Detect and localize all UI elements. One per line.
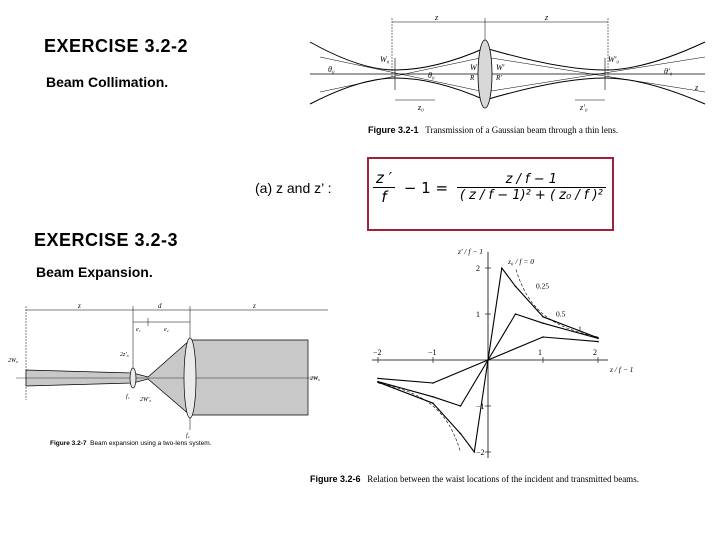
equation-rhs-den: ( z / f − 1)² + ( z₀ / f )²	[456, 187, 606, 203]
figure-3-2-7-label: Figure 3.2-7	[50, 440, 87, 447]
exercise-3-2-2-title: EXERCISE 3.2-2	[44, 36, 189, 56]
series-point-0-25	[473, 451, 476, 453]
figure-3-2-1-label: Figure 3.2-1	[368, 125, 419, 135]
exercise-3-2-2-subtitle: Beam Collimation.	[46, 74, 169, 90]
figure-3-2-1-diagram: z z W₀ θ₀ θ₀ W R W′ R′ W′₀ θ′₀ z₀ z′₀ z	[309, 13, 706, 112]
series-point-0-25	[432, 402, 434, 405]
fig327-lens-2	[183, 337, 197, 419]
series-point-0-5	[514, 313, 517, 315]
series-point-0-5	[597, 337, 599, 340]
y-tick-label: −1	[476, 402, 485, 411]
curve-label-0-5: 0.5	[556, 309, 566, 318]
fig327-e2: e₂	[164, 327, 169, 333]
fig321-theta0-2: θ₀	[428, 71, 435, 80]
curve-label-1: 1	[578, 324, 582, 333]
fig327-two-w0: 2W₀	[8, 358, 18, 364]
fig327-d: d	[158, 302, 162, 310]
part-a-label: (a) z and z’ :	[255, 180, 332, 196]
figure-3-2-6-caption-text: Relation between the waist locations of …	[367, 474, 639, 484]
fig327-f2: f₂	[186, 432, 190, 439]
exercise-3-2-3-subtitle: Beam Expansion.	[36, 264, 153, 280]
series-point-1	[542, 336, 544, 338]
series-point-0-5	[459, 405, 462, 407]
series-point-1	[432, 382, 434, 384]
fig321-W0: W₀	[380, 55, 390, 64]
fig327-two-w0p: 2W′₀	[140, 397, 151, 403]
fig321-Rp: R′	[495, 74, 502, 82]
fig321-dim-z-right: z	[544, 13, 549, 22]
fig327-zp: z	[252, 302, 256, 310]
equation-rhs-fraction: z / f − 1( z / f − 1)² + ( z₀ / f )²	[456, 172, 606, 203]
figure-3-2-1-caption-text: Transmission of a Gaussian beam through …	[425, 125, 619, 135]
series-point-0-5	[542, 322, 544, 324]
equation-box: z ′f − 1 = z / f − 1( z / f − 1)² + ( z₀…	[367, 157, 614, 231]
fig327-z0pp: 2z′₀	[120, 352, 129, 358]
curve-label-0-25: 0.25	[536, 282, 549, 291]
series-point-0-25	[542, 315, 544, 318]
x-tick-label: 1	[538, 348, 542, 357]
equation-lhs-fraction: z ′f	[373, 169, 396, 206]
equation-lhs-den: f	[373, 187, 396, 206]
asymptote-curve-positive	[515, 267, 599, 338]
fig321-W: W	[470, 63, 478, 72]
figure-3-2-6-caption: Figure 3.2-6 Relation between the waist …	[310, 474, 639, 484]
y-axis-label: z′ / f − 1	[457, 247, 483, 256]
fig321-R: R	[469, 74, 475, 82]
curve-label-0: z₀ / f = 0	[507, 257, 534, 266]
figure-3-2-7-caption-text: Beam expansion using a two-lens system.	[90, 440, 212, 447]
fig321-dim-z-left: z	[434, 13, 439, 22]
fig327-lens-1	[129, 367, 137, 389]
x-tick-label: 2	[593, 348, 597, 357]
y-tick-label: −2	[476, 448, 485, 457]
fig321-Wp: W′	[496, 63, 505, 72]
figure-3-2-6-chart: −2 −1 1 2 2 1 −1 −2 z′ / f − 1 z / f − 1 z₀ / f = …	[372, 247, 633, 458]
series-point-1	[487, 359, 489, 361]
series-point-1	[377, 377, 379, 380]
equation-lhs-num: z ′	[376, 169, 393, 187]
x-tick-label: −1	[428, 348, 437, 357]
fig321-axis-z: z	[694, 83, 699, 92]
equation: z ′f − 1 = z / f − 1( z / f − 1)² + ( z₀…	[373, 169, 606, 206]
fig321-lens	[477, 39, 493, 109]
figure-3-2-6-label: Figure 3.2-6	[310, 474, 361, 484]
series-point-0-5	[432, 396, 434, 398]
series-point-0-25	[514, 285, 517, 288]
series-point-0-25	[500, 267, 503, 269]
fig327-z: z	[77, 302, 81, 310]
y-tick-label: 1	[476, 310, 480, 319]
fig321-z0p: z′₀	[579, 103, 588, 112]
figure-3-2-1-caption: Figure 3.2-1 Transmission of a Gaussian …	[368, 125, 618, 135]
fig321-z0: z₀	[417, 103, 424, 112]
equation-rhs-num: z / f − 1	[505, 172, 558, 187]
fig327-e1: e₁	[136, 327, 141, 333]
series-point-0-25	[459, 432, 462, 435]
fig327-f1: f₁	[126, 393, 130, 400]
series-point-1	[597, 340, 599, 343]
fig321-theta0p: θ′₀	[664, 67, 673, 76]
figure-3-2-7-caption: Figure 3.2-7 Beam expansion using a two-…	[50, 440, 212, 447]
fig327-beam-shape	[25, 339, 309, 416]
fig321-theta0: θ₀	[328, 65, 335, 74]
fig321-W0p: W′₀	[608, 55, 619, 64]
fig327-two-w0pp: 2W₀	[310, 376, 320, 382]
series-point-0-5	[377, 380, 379, 383]
equation-middle: − 1 =	[403, 178, 449, 197]
x-tick-label: −2	[373, 348, 382, 357]
x-axis-label: z / f − 1	[609, 365, 633, 374]
y-tick-label: 2	[476, 264, 480, 273]
asymptote-curve-negative	[377, 382, 461, 453]
exercise-3-2-3-title: EXERCISE 3.2-3	[34, 230, 179, 250]
figure-3-2-7-diagram: z d z e₁ e₂ 2W₀ 2z′₀ 2W′₀ 2W₀ f₁ f₂	[8, 302, 328, 439]
